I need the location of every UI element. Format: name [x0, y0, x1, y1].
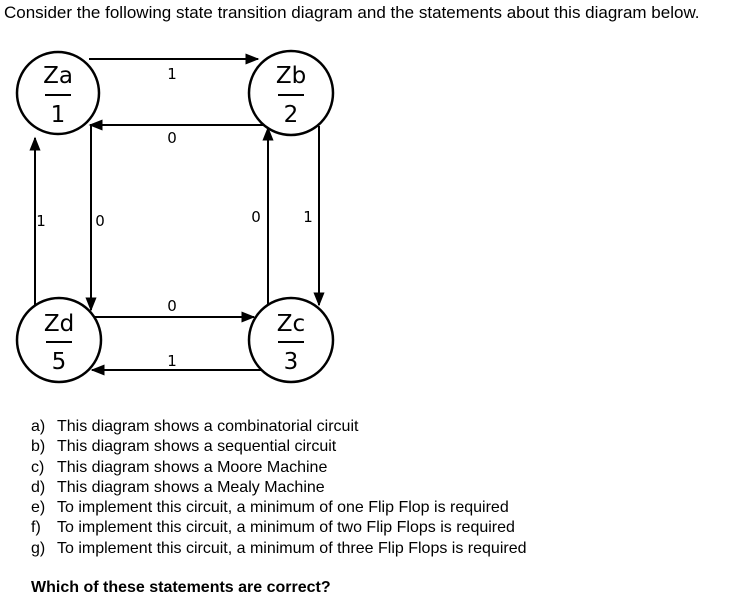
statement-text: This diagram shows a combinatorial circu…: [57, 418, 359, 435]
state-output: 5: [52, 349, 67, 375]
statement-marker: c): [31, 458, 45, 476]
state-circle: [15, 296, 103, 384]
statement-list: a) This diagram shows a combinatorial cir…: [31, 417, 527, 559]
statement-marker: b): [31, 438, 46, 456]
edge-labels: 1 0 0 1 1 0 0 1: [36, 65, 313, 370]
state-transition-diagram: 1 0 0 1 1 0 0 1 Za 1 Zb 2 Zc 3 Zd 5: [15, 49, 335, 384]
statement-text: To implement this circuit, a minimum of …: [57, 519, 515, 537]
statement-marker: f): [31, 519, 41, 537]
statement-text: This diagram shows a Moore Machine: [57, 458, 328, 476]
edge-label-zd-zc: 0: [167, 297, 177, 315]
statement-item: g) To implement this circuit, a minimum o…: [31, 539, 527, 559]
statement-item: b) This diagram shows a sequential circui…: [31, 437, 527, 457]
state-circle: [15, 50, 101, 136]
statement-item: a) This diagram shows a combinatorial cir…: [31, 417, 527, 437]
state-name: Zc: [277, 311, 305, 337]
state-output: 3: [284, 349, 299, 375]
intro-text: Consider the following state transition …: [4, 3, 700, 22]
state-circle: [247, 296, 335, 384]
transition-edges: [29, 53, 325, 376]
statement-marker: d): [31, 478, 46, 496]
edge-label-zd-za: 1: [36, 212, 46, 230]
state-name: Zb: [276, 63, 306, 89]
state-zb: Zb 2: [247, 49, 335, 137]
state-output: 2: [284, 102, 299, 128]
state-output: 1: [51, 102, 66, 128]
edge-label-za-zd: 0: [95, 212, 105, 230]
state-circle: [247, 49, 335, 137]
state-name: Za: [43, 63, 73, 89]
statement-item: c) This diagram shows a Moore Machine: [31, 458, 527, 478]
statement-text: This diagram shows a sequential circuit: [57, 438, 337, 456]
state-name: Zd: [44, 311, 74, 337]
statement-item: e) To implement this circuit, a minimum o…: [31, 498, 527, 518]
state-zc: Zc 3: [247, 296, 335, 384]
statement-marker: g): [31, 539, 46, 557]
statement-marker: a): [31, 418, 46, 435]
statement-item: d) This diagram shows a Mealy Machine: [31, 478, 527, 498]
question-text: Which of these statements are correct?: [31, 579, 331, 596]
state-za: Za 1: [15, 50, 101, 136]
edge-label-za-zb: 1: [167, 65, 177, 83]
statement-text: To implement this circuit, a minimum of …: [57, 499, 509, 517]
state-zd: Zd 5: [15, 296, 103, 384]
statement-text: This diagram shows a Mealy Machine: [57, 478, 325, 496]
edge-label-zc-zb: 0: [251, 208, 261, 226]
statement-marker: e): [31, 499, 46, 517]
statement-text: To implement this circuit, a minimum of …: [57, 539, 527, 557]
statement-item: f) To implement this circuit, a minimum o…: [31, 518, 527, 538]
edge-label-zc-zd: 1: [167, 352, 177, 370]
edge-label-zb-zc: 1: [303, 208, 313, 226]
edge-label-zb-za: 0: [167, 129, 177, 147]
